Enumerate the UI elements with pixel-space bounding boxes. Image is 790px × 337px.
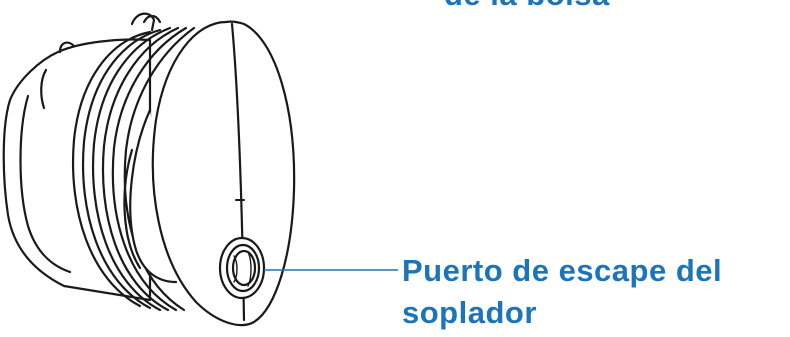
hose-wrap-2 [81, 28, 162, 310]
rear-face-inner [19, 94, 72, 274]
exhaust-port-thread-1 [233, 255, 238, 283]
hose-wrap-6 [123, 26, 196, 312]
exhaust-port-thread-2 [247, 251, 252, 287]
bag-label-text: de la bolsa [444, 0, 610, 12]
hose-wrap-3 [91, 26, 172, 312]
top-tab-right-2 [142, 14, 162, 24]
hose-wrap-5 [111, 26, 188, 312]
exhaust-port-label: Puerto de escape del soplador [402, 250, 722, 334]
exhaust-port-label-line1: Puerto de escape del [402, 253, 723, 288]
bag-label-partial: de la bolsa [444, 0, 610, 16]
exhaust-port-label-line2: soplador [402, 295, 537, 330]
exhaust-port-inner [231, 249, 257, 287]
hose-wrap-4 [101, 26, 180, 312]
top-tab-left [58, 41, 76, 54]
top-tab-right [130, 12, 156, 32]
inner-recess-edge [123, 148, 142, 270]
hose-wrap-1 [71, 30, 152, 308]
rear-face-edge [40, 68, 48, 110]
